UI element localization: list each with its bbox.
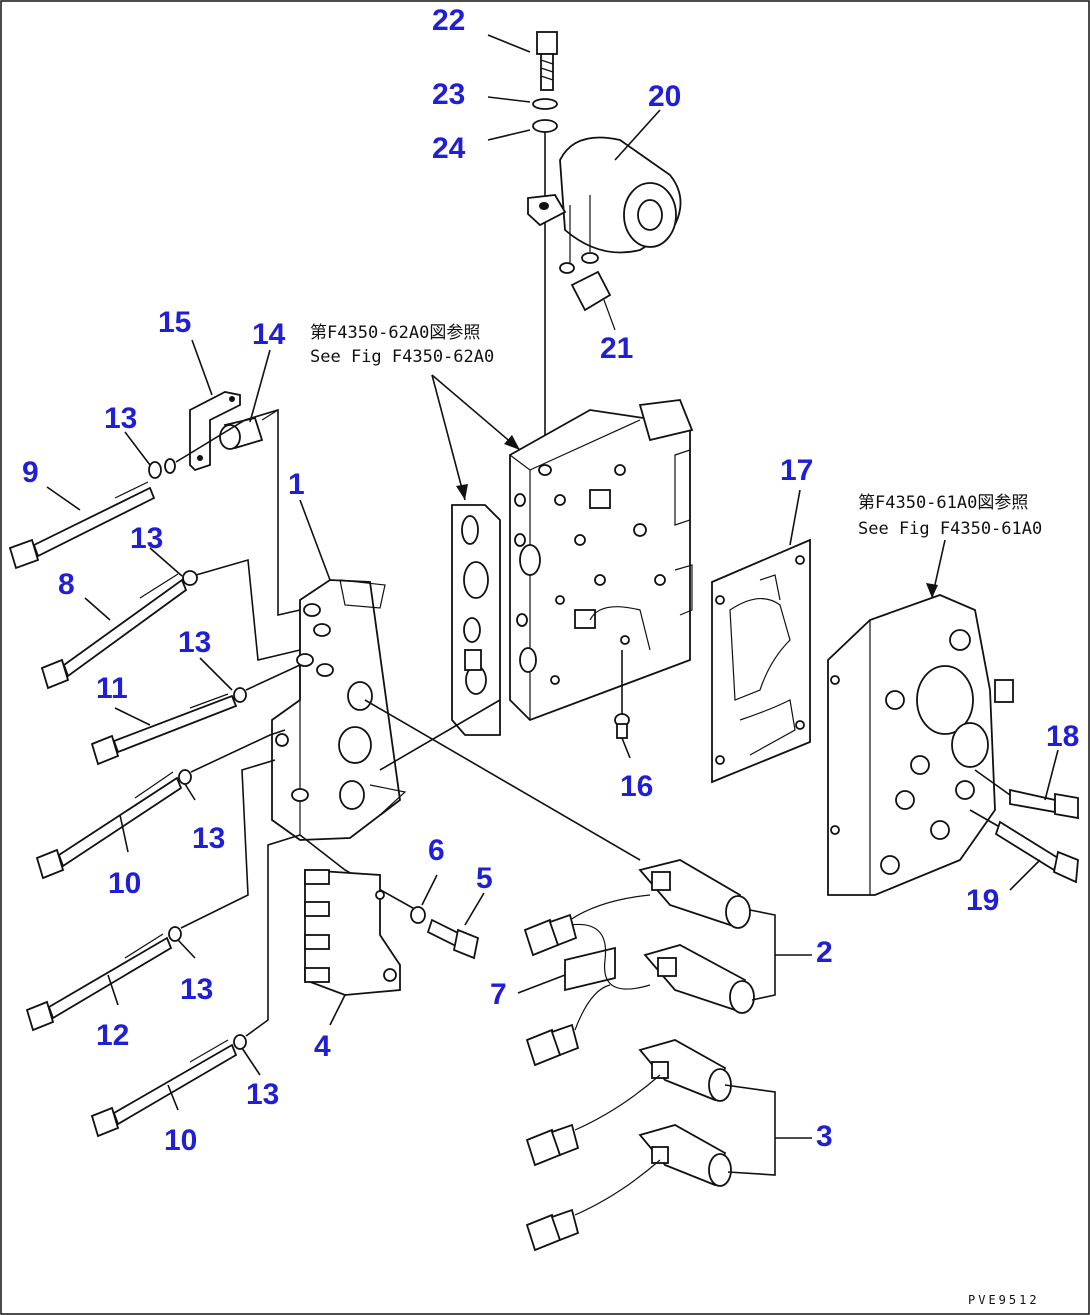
part-15-bracket bbox=[189, 391, 241, 472]
part-16-plug bbox=[614, 650, 630, 739]
main-valve-body bbox=[509, 399, 694, 722]
arrowhead-b bbox=[504, 435, 520, 450]
ref-note-right-jp: 第F4350-61A0図参照 bbox=[858, 493, 1028, 513]
callout-24: 24 bbox=[432, 132, 466, 165]
callout-16: 16 bbox=[620, 770, 653, 803]
callout-17: 17 bbox=[780, 454, 813, 487]
callout-7: 7 bbox=[490, 978, 507, 1011]
part-19-bolt bbox=[969, 809, 1079, 884]
callout-20: 20 bbox=[648, 80, 681, 113]
callout-6: 6 bbox=[428, 834, 445, 867]
callout-13-b: 13 bbox=[130, 522, 163, 555]
ref-note-top-jp: 第F4350-62A0図参照 bbox=[310, 323, 480, 343]
arrowhead-a bbox=[456, 484, 468, 500]
part-13-washer-f bbox=[233, 1034, 247, 1050]
ref-note-top-en: See Fig F4350-62A0 bbox=[310, 347, 494, 367]
callout-13-c: 13 bbox=[178, 626, 211, 659]
callout-10-a: 10 bbox=[108, 867, 141, 900]
part-21-plug bbox=[559, 252, 616, 331]
part-13-washer-b bbox=[182, 570, 198, 586]
part-7-harness bbox=[564, 894, 651, 1031]
part-13-washer-e bbox=[168, 926, 182, 942]
part-17-separator-plate bbox=[711, 538, 811, 784]
bolt-guide-lines bbox=[175, 408, 641, 1037]
part-13-washer-d bbox=[178, 769, 192, 785]
part-6-washer bbox=[410, 906, 426, 924]
callout-18: 18 bbox=[1046, 720, 1079, 753]
callout-23: 23 bbox=[432, 78, 465, 111]
callout-11: 11 bbox=[96, 672, 128, 705]
callout-21: 21 bbox=[600, 332, 633, 365]
part-11-bolt bbox=[90, 693, 238, 766]
callout-13-a: 13 bbox=[104, 402, 137, 435]
part-10-bolt-upper bbox=[35, 771, 183, 880]
callout-10-b: 10 bbox=[164, 1124, 197, 1157]
callout-15: 15 bbox=[158, 306, 191, 339]
part-24-washer bbox=[532, 119, 558, 133]
part-3-bracket-line bbox=[724, 1084, 776, 1176]
connector-b bbox=[525, 1023, 580, 1067]
callout-14: 14 bbox=[252, 318, 286, 351]
callout-9: 9 bbox=[22, 456, 39, 489]
arrowhead-c bbox=[926, 583, 938, 598]
connector-c bbox=[525, 1123, 580, 1167]
callout-4: 4 bbox=[314, 1030, 331, 1063]
part-5-bolt bbox=[426, 918, 480, 960]
part-1-valve-block bbox=[271, 579, 407, 841]
callout-5: 5 bbox=[476, 862, 493, 895]
part-13-washer-a bbox=[148, 461, 162, 479]
callout-3: 3 bbox=[816, 1120, 833, 1153]
callout-13-d: 13 bbox=[192, 822, 225, 855]
ref-note-right-en: See Fig F4350-61A0 bbox=[858, 519, 1042, 539]
callout-22: 22 bbox=[432, 4, 465, 37]
part-2-bracket-line bbox=[749, 909, 776, 1001]
separator-plate-left bbox=[451, 504, 501, 736]
callout-13-f: 13 bbox=[246, 1078, 279, 1111]
part-2-solenoid-lower bbox=[643, 944, 755, 1014]
connector-a bbox=[523, 913, 578, 957]
callout-13-e: 13 bbox=[180, 973, 213, 1006]
drawing-code: PVE9512 bbox=[968, 1293, 1040, 1307]
callout-12: 12 bbox=[96, 1019, 129, 1052]
part-13-washer-c bbox=[233, 687, 247, 703]
right-valve-body bbox=[827, 594, 1014, 896]
part-3-solenoid-upper bbox=[574, 1039, 732, 1131]
part-3-solenoid-lower bbox=[574, 1124, 732, 1216]
part-2-solenoid-upper bbox=[638, 859, 751, 929]
part-4-cover bbox=[304, 869, 401, 996]
part-12-bolt bbox=[25, 933, 173, 1032]
part-13-washer-a2 bbox=[164, 458, 176, 474]
part-10-bolt-lower bbox=[90, 1039, 238, 1138]
part-8-bolt bbox=[40, 573, 188, 690]
callout-2: 2 bbox=[816, 936, 833, 969]
part-22-bolt bbox=[536, 31, 558, 91]
part-14-spacer bbox=[219, 409, 279, 450]
part-23-washer bbox=[532, 98, 558, 110]
part-9-bolt bbox=[8, 481, 156, 570]
callout-1: 1 bbox=[288, 468, 305, 501]
callout-8: 8 bbox=[58, 568, 75, 601]
callout-19: 19 bbox=[966, 884, 999, 917]
part-18-bolt bbox=[974, 769, 1079, 820]
leader-lines bbox=[46, 34, 1059, 1111]
part-20-solenoid bbox=[527, 136, 682, 265]
connector-d bbox=[525, 1208, 580, 1252]
